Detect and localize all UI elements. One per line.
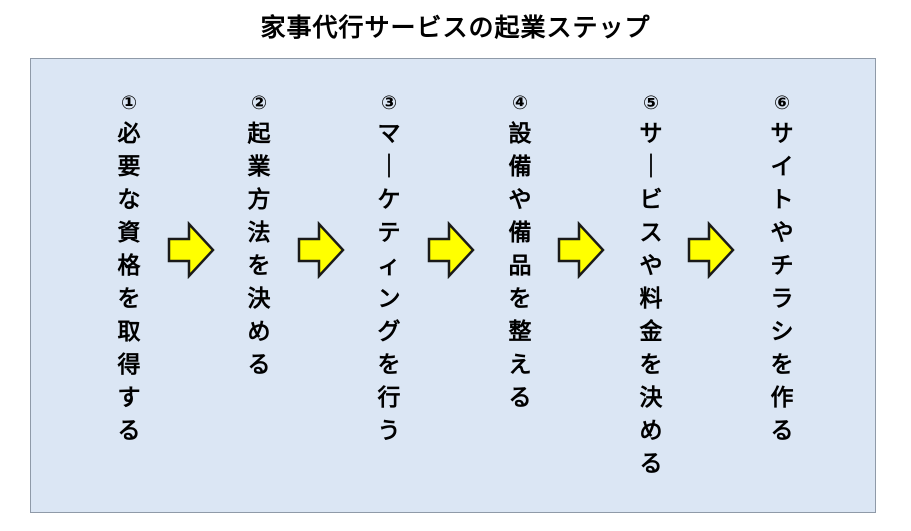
step-character: テ (377, 220, 401, 246)
step-3: ③ マ ｜ ケティングを行う (369, 92, 409, 448)
step-number: ① (120, 92, 138, 114)
step-text: マ ｜ ケティングを行う (378, 118, 401, 448)
step-character: 必 (117, 121, 141, 147)
step-character: ス (639, 220, 663, 246)
step-text: 起業方法を決める (248, 118, 271, 382)
step-character: 料 (639, 286, 663, 312)
step-character: る (247, 352, 271, 378)
step-character: す (117, 385, 141, 411)
step-character: 設 (508, 121, 532, 147)
step-number: ② (250, 92, 268, 114)
step-character: 得 (117, 352, 141, 378)
right-arrow-icon (297, 221, 345, 279)
right-arrow-icon (557, 221, 605, 279)
step-character: ィ (377, 253, 401, 279)
step-character: イ (770, 154, 794, 180)
step-character: る (639, 451, 663, 477)
step-character: う (377, 418, 401, 444)
steps-panel (30, 58, 876, 513)
step-character: 備 (508, 220, 532, 246)
step-character: を (639, 352, 663, 378)
step-character: 要 (117, 154, 141, 180)
step-character: る (770, 418, 794, 444)
step-character: ケ (377, 187, 401, 213)
step-character: 整 (508, 319, 532, 345)
step-character: や (508, 187, 532, 213)
step-text: サ ｜ ビスや料金を決める (640, 118, 663, 481)
step-character: ラ (770, 286, 794, 312)
step-6: ⑥ サイトやチラシを作る (762, 92, 802, 448)
step-character: な (117, 187, 141, 213)
step-text: サイトやチラシを作る (771, 118, 794, 448)
right-arrow-icon (687, 221, 735, 279)
step-character: サ (639, 121, 663, 147)
step-character: 起 (247, 121, 271, 147)
step-character: 取 (117, 319, 141, 345)
step-character: を (247, 253, 271, 279)
step-character: マ (377, 121, 401, 147)
step-text: 設備や備品を整える (509, 118, 532, 415)
step-character: る (508, 385, 532, 411)
step-character: 行 (377, 385, 401, 411)
step-character: ｜ (639, 154, 663, 180)
step-character: チ (770, 253, 794, 279)
step-character: ト (770, 187, 794, 213)
step-character: や (770, 220, 794, 246)
step-character: 備 (508, 154, 532, 180)
diagram-title: 家事代行サービスの起業ステップ (260, 13, 651, 42)
step-character: サ (770, 121, 794, 147)
step-character: を (117, 286, 141, 312)
step-character: 作 (770, 385, 794, 411)
step-character: 格 (117, 253, 141, 279)
step-number: ⑥ (773, 92, 791, 114)
step-character: を (508, 286, 532, 312)
step-character: る (117, 418, 141, 444)
step-number: ③ (380, 92, 398, 114)
step-character: め (247, 319, 271, 345)
step-1: ① 必要な資格を取得する (109, 92, 149, 448)
step-character: 業 (247, 154, 271, 180)
step-character: 方 (247, 187, 271, 213)
step-character: 法 (247, 220, 271, 246)
step-character: グ (377, 319, 401, 345)
step-character: シ (770, 319, 794, 345)
step-text: 必要な資格を取得する (118, 118, 141, 448)
step-2: ② 起業方法を決める (239, 92, 279, 382)
step-character: 金 (639, 319, 663, 345)
step-character: ｜ (377, 154, 401, 180)
step-number: ⑤ (642, 92, 660, 114)
step-character: ン (377, 286, 401, 312)
step-character: 決 (247, 286, 271, 312)
step-character: え (508, 352, 532, 378)
right-arrow-icon (167, 221, 215, 279)
step-character: 決 (639, 385, 663, 411)
step-character: 資 (117, 220, 141, 246)
step-character: め (639, 418, 663, 444)
step-5: ⑤ サ ｜ ビスや料金を決める (631, 92, 671, 481)
right-arrow-icon (427, 221, 475, 279)
step-character: を (770, 352, 794, 378)
step-character: 品 (508, 253, 532, 279)
step-character: ビ (639, 187, 663, 213)
step-character: を (377, 352, 401, 378)
step-4: ④ 設備や備品を整える (500, 92, 540, 415)
step-number: ④ (511, 92, 529, 114)
step-character: や (639, 253, 663, 279)
